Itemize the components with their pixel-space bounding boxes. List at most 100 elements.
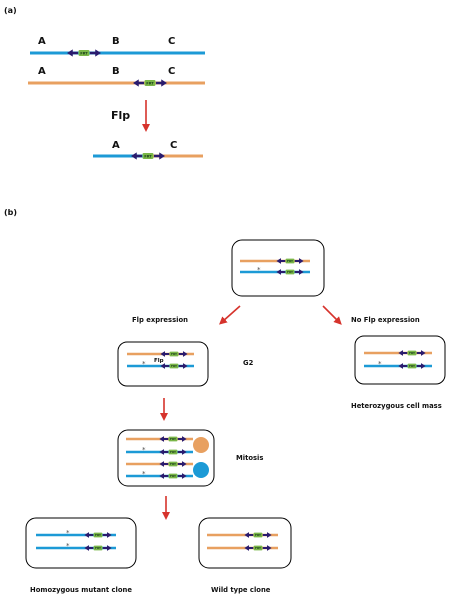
g2-label: G2 (243, 359, 254, 367)
frt-text: FRT (95, 533, 101, 537)
chr2-label-a: A (38, 66, 46, 77)
frt-text: FRT (80, 51, 88, 55)
frt-left-arrow (398, 363, 408, 369)
frt-site: FRT (159, 436, 187, 442)
frt-left-arrow (276, 258, 286, 264)
frt-text: FRT (171, 352, 177, 356)
frt-text: FRT (170, 462, 176, 466)
frt-text: FRT (409, 364, 415, 368)
frt-box (168, 473, 178, 479)
frt-right-arrow (156, 79, 167, 87)
frt-left-arrow (133, 79, 144, 87)
flp-in-cell-label: Flp (154, 358, 164, 364)
frt-box (78, 50, 90, 56)
frt-box (168, 436, 178, 442)
frt-text: FRT (170, 437, 176, 441)
homozygous-mutant-clone-label: Homozygous mutant clone (30, 586, 132, 594)
mitosis-label: Mitosis (236, 454, 263, 462)
frt-site: FRT (160, 363, 188, 369)
frt-right-arrow (416, 363, 426, 369)
mutation-marker: * (378, 360, 382, 368)
frt-box (407, 350, 417, 356)
mitosis-cell (117, 429, 215, 487)
frt-box (169, 363, 179, 369)
panel-b-label: (b) (4, 208, 17, 217)
frt-text: FRT (409, 351, 415, 355)
frt-text: FRT (255, 546, 261, 550)
frt-text: FRT (170, 450, 176, 454)
frt-left-arrow (67, 49, 78, 57)
mutation-marker: * (142, 360, 146, 368)
chr1-label-b: B (112, 36, 120, 47)
frt-site: FRT (159, 473, 187, 479)
frt-right-arrow (262, 545, 272, 551)
mutation-marker: * (66, 529, 70, 537)
frt-right-arrow (178, 363, 188, 369)
frt-site: FRT (84, 532, 112, 538)
frt-site: FRT (398, 363, 426, 369)
centromere-orange (193, 437, 209, 453)
frt-left-arrow (244, 532, 254, 538)
wild-type-clone-label: Wild type clone (211, 586, 271, 594)
frt-right-arrow (154, 152, 165, 160)
frt-text: FRT (95, 546, 101, 550)
flp-expression-label: Flp expression (132, 316, 188, 324)
frt-right-arrow (177, 436, 187, 442)
mutation-marker: * (142, 446, 146, 454)
heterozygous-cell-mass-label: Heterozygous cell mass (351, 402, 442, 410)
frt-left-arrow (276, 269, 286, 275)
frt-right-arrow (102, 532, 112, 538)
mutation-marker: * (66, 542, 70, 550)
chr2-label-c: C (168, 66, 175, 77)
frt-right-arrow (90, 49, 101, 57)
frt-box (285, 258, 295, 264)
frt-site-recombinant: FRT (131, 152, 165, 160)
frt-left-arrow (398, 350, 408, 356)
frt-left-arrow (160, 363, 170, 369)
frt-text: FRT (146, 81, 154, 85)
frt-left-arrow (159, 436, 169, 442)
frt-text: FRT (170, 474, 176, 478)
frt-left-arrow (131, 152, 142, 160)
frt-site: FRT (276, 258, 304, 264)
arrow-to-flp-expression (219, 305, 241, 325)
frt-box (253, 545, 263, 551)
parent-cell (231, 239, 325, 297)
frt-text: FRT (171, 364, 177, 368)
frt-box (407, 363, 417, 369)
frt-text: FRT (144, 154, 152, 158)
mutation-marker: * (257, 266, 261, 274)
frt-site: FRT (159, 449, 187, 455)
frt-site: FRT (160, 351, 188, 357)
no-flp-expression-label: No Flp expression (351, 316, 420, 324)
frt-box (168, 449, 178, 455)
frt-right-arrow (102, 545, 112, 551)
frt-site-chr2: FRT (133, 79, 167, 87)
frt-left-arrow (84, 545, 94, 551)
frt-right-arrow (178, 351, 188, 357)
frt-site: FRT (159, 461, 187, 467)
frt-box (168, 461, 178, 467)
frt-text: FRT (255, 533, 261, 537)
frt-box (169, 351, 179, 357)
frt-text: FRT (287, 259, 293, 263)
flp-recombinase-label: Flp (111, 109, 130, 122)
frt-site: FRT (244, 532, 272, 538)
product-label-a: A (112, 140, 120, 151)
chr1-label-a: A (38, 36, 46, 47)
frt-right-arrow (416, 350, 426, 356)
frt-right-arrow (294, 269, 304, 275)
frt-right-arrow (262, 532, 272, 538)
frt-right-arrow (294, 258, 304, 264)
frt-site: FRT (84, 545, 112, 551)
frt-site: FRT (244, 545, 272, 551)
frt-site-chr1: FRT (67, 49, 101, 57)
frt-left-arrow (84, 532, 94, 538)
frt-left-arrow (159, 461, 169, 467)
frt-left-arrow (159, 449, 169, 455)
heterozygous-cell (354, 335, 446, 385)
frt-right-arrow (177, 461, 187, 467)
chr1-label-c: C (168, 36, 175, 47)
wild-type-cell (198, 517, 292, 569)
